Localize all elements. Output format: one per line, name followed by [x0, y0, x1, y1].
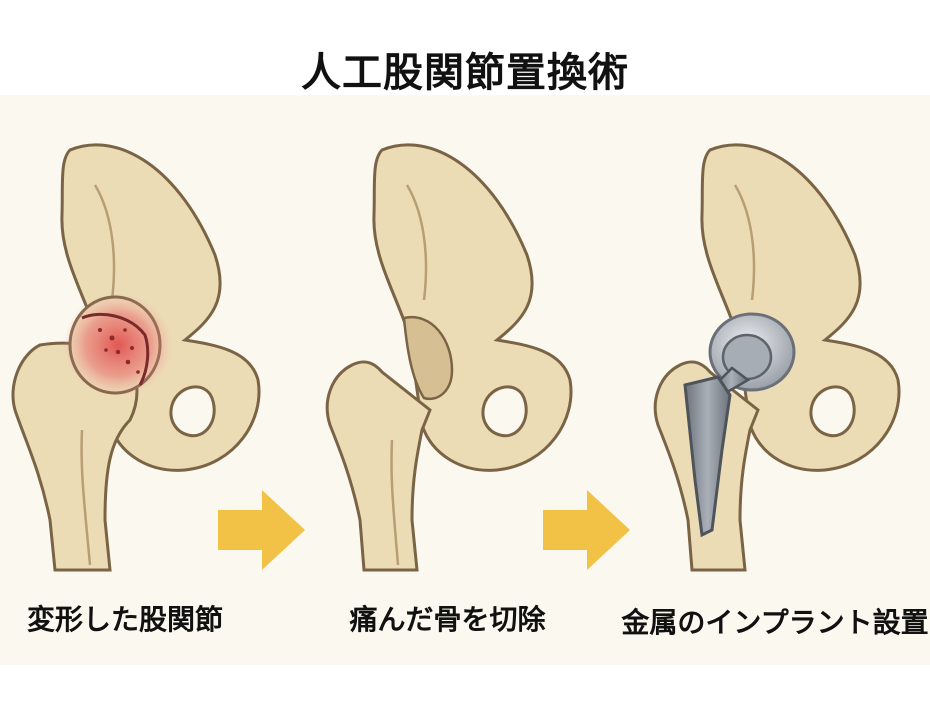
arrow-right-icon: [543, 490, 630, 570]
arrow-right-icon: [218, 490, 305, 570]
page-title: 人工股関節置換術: [301, 50, 629, 96]
acetabulum-cut-surface: [402, 315, 454, 401]
deformed-hip-joint: [11, 143, 261, 572]
hip-implant: [653, 143, 901, 572]
step-2-label: 痛んだ骨を切除: [349, 603, 546, 636]
resected-bone: [325, 143, 573, 572]
inflammation-area: [63, 293, 173, 397]
femoral-stem: [683, 375, 732, 538]
step-3-label: 金属のインプラント設置: [621, 606, 929, 639]
step-1-label: 変形した股関節: [26, 603, 223, 636]
